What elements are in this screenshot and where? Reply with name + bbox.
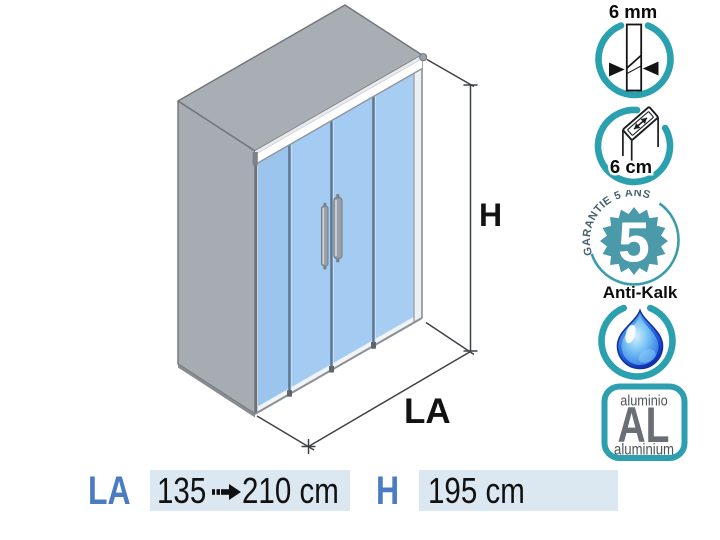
warranty-badge-icon: GARANTIE 5 ANS 5: [581, 190, 680, 286]
door-handle-right: [333, 194, 343, 263]
right-wall-profile: [414, 59, 422, 323]
spec-width-value-box: 135 210 cm: [150, 470, 350, 511]
spec-height-label: H: [376, 469, 400, 513]
thickness-arrow-right: [642, 61, 659, 76]
panel-separators: [288, 82, 375, 397]
thickness-arrow-left: [609, 62, 625, 77]
wall-bottom-edge: [178, 364, 255, 418]
spec-bar: LA 135 210 cm H 195 cm: [0, 470, 720, 512]
badge-ring: [594, 106, 674, 186]
aluminium-badge-frame: [601, 383, 688, 461]
glass-pane: [625, 23, 643, 92]
wall-extension-icon: 6 cm: [594, 106, 674, 186]
height-ext-line-top: [426, 58, 475, 88]
door-handle-left: [321, 202, 329, 270]
bottom-guides: [287, 342, 376, 397]
anti-limescale-label-wrap: Anti-Kalk: [603, 283, 678, 302]
top-rail-bottom-edge: [254, 67, 423, 166]
range-arrow-icon: [212, 483, 242, 500]
separator-highlights: [290, 83, 376, 394]
dimension-lines: [256, 58, 478, 454]
glass-panel-fixed-left: [258, 145, 289, 413]
height-ext-line-bottom: [425, 321, 475, 356]
height-dim-label: H: [479, 197, 502, 233]
glass-pane-diagonal: [626, 54, 642, 69]
product-drawing: H LA: [177, 4, 502, 454]
glass-pane-diagonal-2: [626, 65, 642, 74]
spec-width-to: 210 cm: [242, 470, 339, 511]
bottom-rail-strip: [256, 312, 422, 414]
glass-panel-fixed-right: [374, 72, 414, 346]
width-dimension-line: [308, 350, 471, 448]
glass-panel-door-right: [332, 96, 373, 370]
width-dim-label: LA: [404, 392, 451, 431]
bottom-track-line: [254, 317, 423, 415]
aluminium-symbol: AL: [618, 396, 670, 453]
wall-extension-label: 6 cm: [610, 156, 652, 177]
rail-left-end-cap: [252, 152, 258, 166]
spec-height-value: 195 cm: [428, 470, 525, 511]
rail-right-end-knob: [419, 53, 428, 62]
warranty-ring: [590, 202, 680, 286]
width-ext-line-left: [256, 415, 315, 451]
left-wall-face: [177, 100, 256, 415]
extension-profile: [622, 106, 659, 165]
badge-ring: [598, 304, 676, 380]
top-rail: [255, 59, 422, 164]
spec-height-value-box: 195 cm: [419, 470, 618, 511]
aluminium-bottom-label: aluminium: [614, 442, 674, 459]
ceiling-front-edge: [255, 55, 422, 155]
aluminium-top-label: aluminio: [620, 391, 668, 408]
glass-panel-door-left: [290, 120, 331, 394]
water-drop: [616, 308, 664, 370]
badge-ring: [595, 22, 674, 99]
water-drop-icon: [598, 304, 676, 380]
anti-limescale-label: Anti-Kalk: [603, 283, 678, 302]
warranty-starburst: [600, 207, 668, 275]
aluminium-badge-icon: aluminio AL aluminium: [601, 383, 688, 461]
glass-thickness-label: 6 mm: [609, 1, 657, 22]
warranty-years: 5: [618, 211, 650, 275]
spec-width-label: LA: [88, 469, 131, 513]
glass-thickness-icon: 6 mm: [595, 1, 674, 99]
spec-width-from: 135: [157, 470, 207, 511]
